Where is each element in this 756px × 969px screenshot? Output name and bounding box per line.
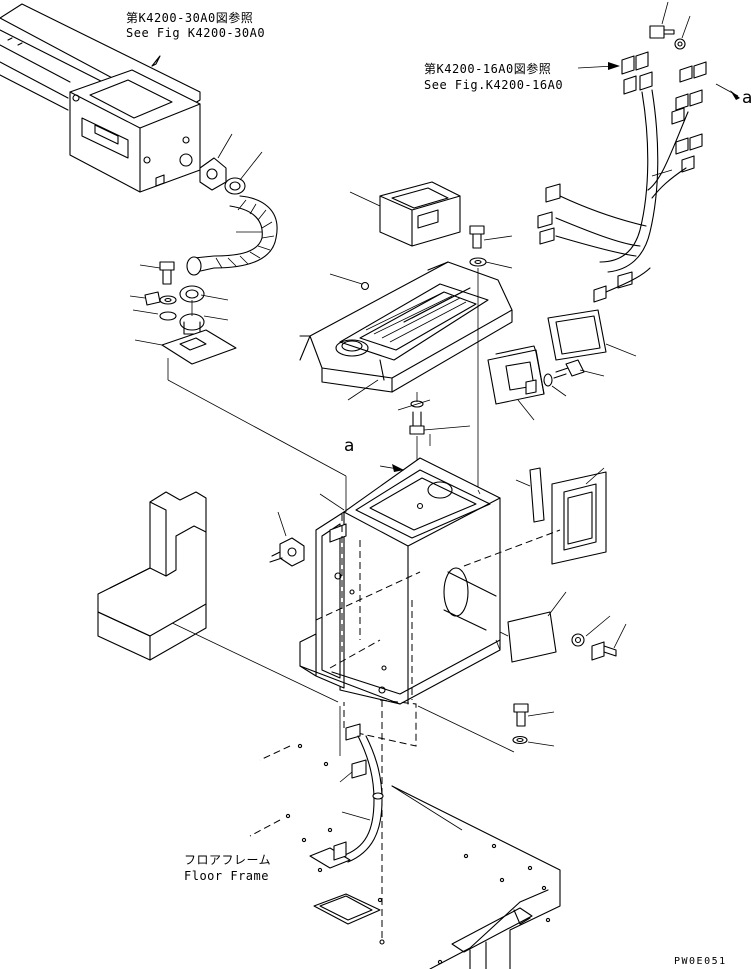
leader-lines bbox=[165, 358, 515, 831]
wiring-harness bbox=[537, 1, 740, 303]
drawing-code: PW0E051 bbox=[674, 956, 727, 967]
floor-frame bbox=[249, 743, 561, 969]
flexible-duct bbox=[186, 195, 278, 276]
console-upper-box bbox=[349, 181, 461, 247]
ref-30a0-en-label: See Fig K4200-30A0 bbox=[126, 26, 266, 40]
connector-mark-a-top: a bbox=[742, 88, 753, 108]
console-cover bbox=[299, 261, 513, 401]
side-switch bbox=[269, 511, 305, 567]
connector-mark-a-console: a bbox=[344, 436, 355, 456]
console-main-box bbox=[299, 434, 501, 705]
right-parts bbox=[487, 309, 637, 747]
left-fasteners bbox=[129, 261, 237, 365]
floor-frame-en-label: Floor Frame bbox=[184, 869, 269, 883]
floor-cable bbox=[333, 706, 384, 863]
ref-16a0-jp-label: 第K4200-16A0図参照 bbox=[424, 62, 552, 76]
insulation-pad bbox=[97, 491, 207, 661]
dashboard-panel bbox=[0, 3, 201, 193]
ref-16a0-en-label: See Fig.K4200-16A0 bbox=[424, 78, 564, 92]
duct-fittings bbox=[199, 133, 263, 195]
ref-30a0-jp-label: 第K4200-30A0図参照 bbox=[126, 11, 254, 25]
floor-frame-jp-label: フロアフレーム bbox=[184, 853, 272, 867]
